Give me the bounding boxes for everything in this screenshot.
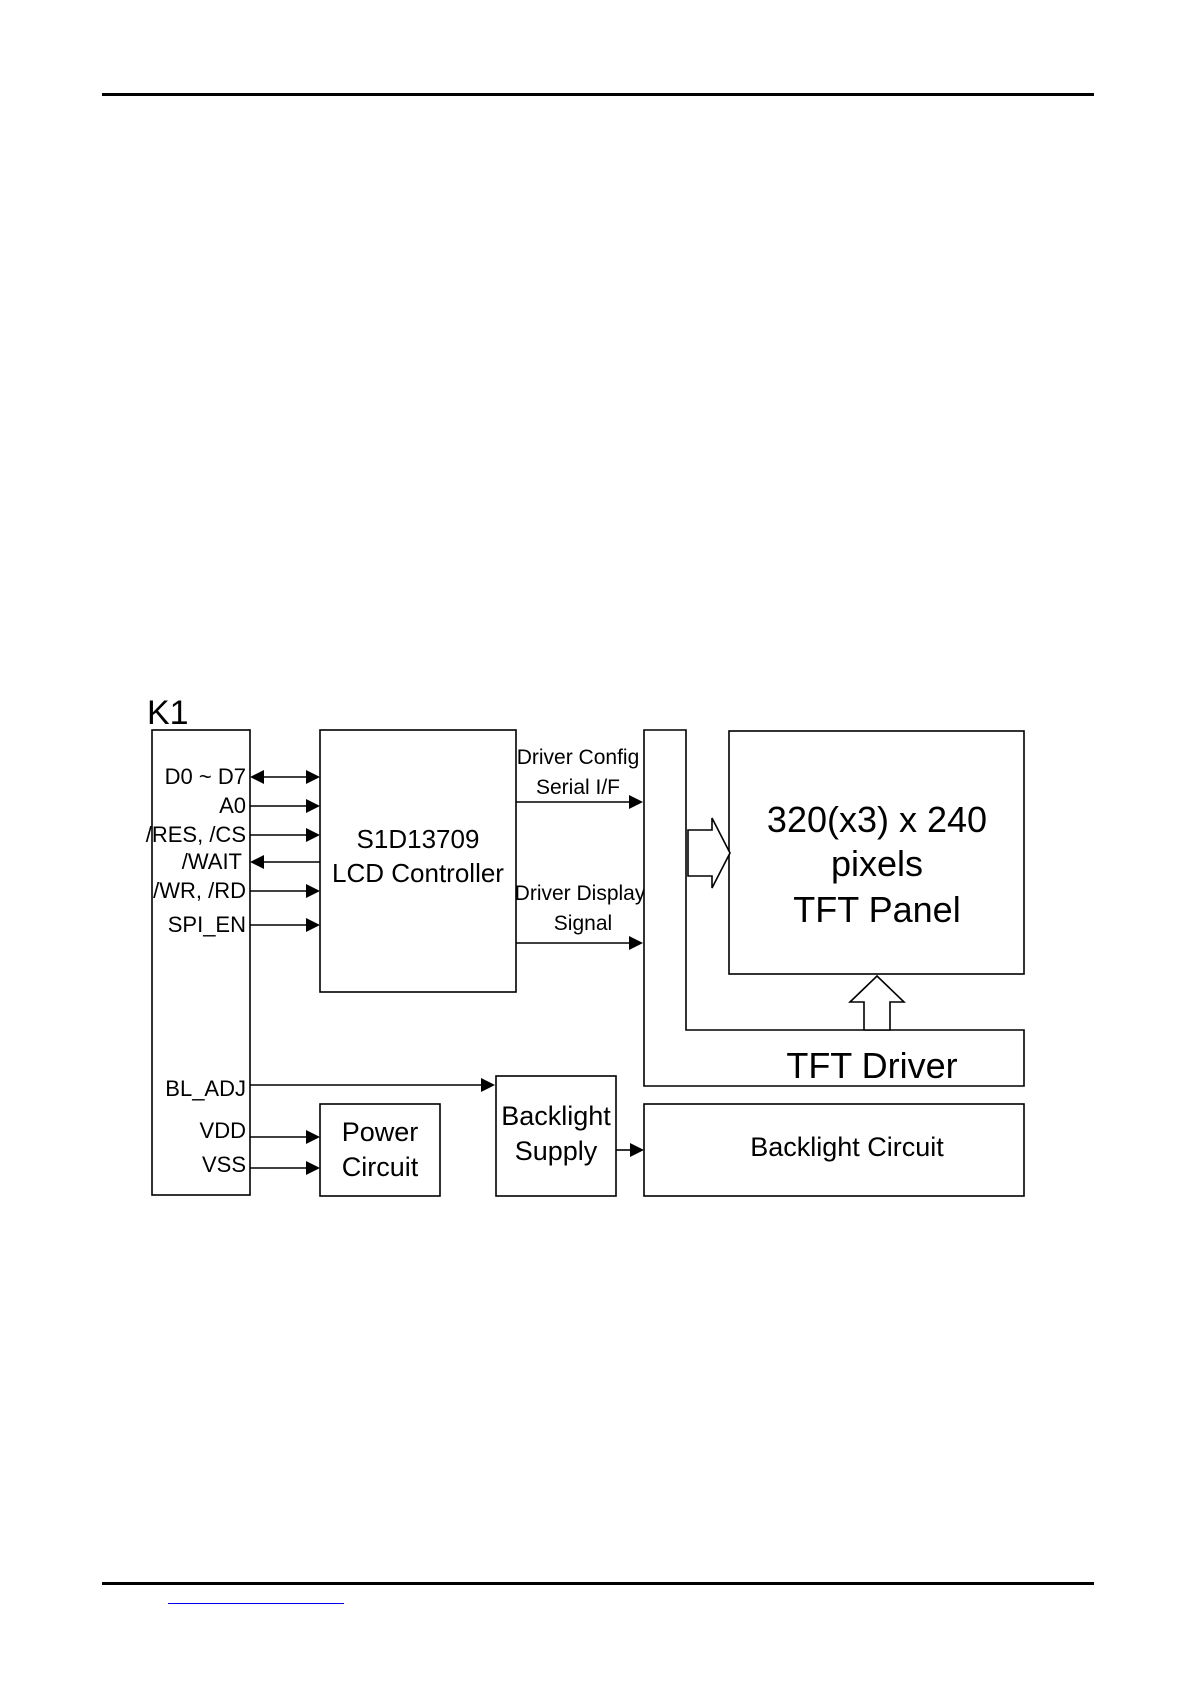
vss-arrowhead <box>306 1161 320 1175</box>
driver-to-panel-up-hollow-arrow <box>850 976 904 1030</box>
pin-a0: A0 <box>219 793 246 818</box>
panel-resolution: 320(x3) x 240 <box>767 799 987 840</box>
module-label: K1 <box>147 694 189 732</box>
wr-rd-arrowhead <box>306 884 320 898</box>
power-label-line1: Power <box>342 1117 419 1147</box>
pin-res-cs: /RES, /CS <box>146 822 246 847</box>
backlight-supply-line1: Backlight <box>501 1101 611 1131</box>
pin-wr-rd: /WR, /RD <box>153 878 246 903</box>
pin-wait: /WAIT <box>182 849 242 874</box>
wait-arrowhead <box>250 855 264 869</box>
tft-driver-label: TFT Driver <box>786 1045 957 1086</box>
config-label-line1: Driver Config <box>517 746 640 769</box>
pin-spi-en: SPI_EN <box>168 912 246 937</box>
controller-part-number: S1D13709 <box>357 824 480 854</box>
driver-to-panel-hollow-arrow <box>688 818 730 888</box>
panel-pixels: pixels <box>831 843 923 884</box>
vdd-arrowhead <box>306 1130 320 1144</box>
config-label-line2: Serial I/F <box>536 776 620 799</box>
pin-bl-adj: BL_ADJ <box>165 1076 246 1101</box>
d0-d7-arrowhead-right <box>306 770 320 784</box>
pin-vss: VSS <box>202 1152 246 1177</box>
power-label-line2: Circuit <box>342 1152 419 1182</box>
bl-adj-arrowhead <box>481 1078 495 1092</box>
a0-arrowhead <box>306 799 320 813</box>
footer-link[interactable] <box>168 1583 344 1604</box>
backlight-supply-line2: Supply <box>515 1136 598 1166</box>
panel-label: TFT Panel <box>793 889 960 930</box>
spi-en-arrowhead <box>306 918 320 932</box>
backlight-circuit-label: Backlight Circuit <box>750 1132 944 1162</box>
controller-label: LCD Controller <box>332 858 504 888</box>
display-label-line2: Signal <box>554 912 612 935</box>
pin-vdd: VDD <box>200 1118 246 1143</box>
res-cs-arrowhead <box>306 828 320 842</box>
pin-d0-d7: D0 ~ D7 <box>165 764 246 789</box>
display-arrowhead <box>629 936 643 950</box>
d0-d7-arrowhead-left <box>250 770 264 784</box>
supply-to-circuit-arrowhead <box>630 1143 644 1157</box>
config-arrowhead <box>629 795 643 809</box>
display-label-line1: Driver Display <box>515 882 646 905</box>
